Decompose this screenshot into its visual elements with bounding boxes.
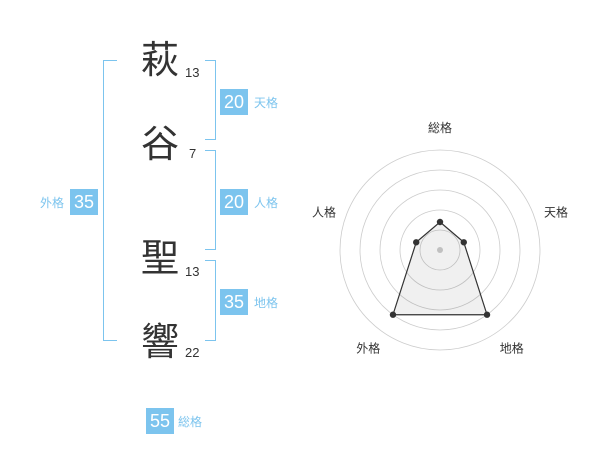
radar-point-1 xyxy=(436,218,444,226)
name-char-4: 響 xyxy=(141,320,180,364)
chikaku-value: 35 xyxy=(220,289,248,315)
radar-center-dot xyxy=(437,247,443,253)
gaikaku-label: 外格 xyxy=(40,195,65,210)
tenkaku-bracket xyxy=(205,60,216,140)
tenkaku-label: 天格 xyxy=(254,95,279,110)
radar-points xyxy=(389,218,491,318)
tenkaku-value: 20 xyxy=(220,89,248,115)
tenkaku-badge: 20 天格 xyxy=(220,89,278,115)
radar-polygon xyxy=(392,221,488,316)
name-char-1: 萩 xyxy=(141,38,180,82)
radar-axis-label: 総格 xyxy=(428,120,452,135)
radar-point-2 xyxy=(460,239,467,246)
gaikaku-badge: 外格 35 xyxy=(40,189,99,215)
soukaku-label: 総格 xyxy=(178,414,203,429)
radar-axis-label: 外格 xyxy=(356,341,380,356)
gaikaku-value: 35 xyxy=(70,189,99,215)
jinkaku-label: 人格 xyxy=(254,195,279,210)
jinkaku-value: 20 xyxy=(220,189,248,215)
jinkaku-bracket xyxy=(205,150,216,250)
name-char-3: 聖 xyxy=(141,236,180,280)
radar-rings xyxy=(339,149,541,351)
stroke-count-4: 22 xyxy=(185,345,200,360)
soukaku-value: 55 xyxy=(146,408,174,434)
chikaku-bracket xyxy=(205,260,216,341)
chikaku-label: 地格 xyxy=(254,295,279,310)
stroke-count-2: 7 xyxy=(189,146,197,161)
gaikaku-bracket xyxy=(103,60,117,341)
soukaku-badge: 55 総格 xyxy=(146,408,202,434)
radar-point-5 xyxy=(413,239,420,246)
radar-axis-label: 人格 xyxy=(312,204,336,219)
radar-ring-1 xyxy=(419,229,461,271)
radar-point-3 xyxy=(483,311,491,318)
radar-ring-2 xyxy=(399,209,481,291)
radar-ring-4 xyxy=(359,169,521,331)
name-char-2: 谷 xyxy=(141,122,180,166)
radar-point-4 xyxy=(389,311,397,318)
stroke-count-3: 13 xyxy=(185,264,200,279)
chikaku-badge: 35 地格 xyxy=(220,289,278,315)
radar-ring-3 xyxy=(379,189,501,311)
stroke-count-1: 13 xyxy=(185,65,200,80)
radar-axis-label: 地格 xyxy=(500,341,524,356)
jinkaku-badge: 20 人格 xyxy=(220,189,278,215)
radar-axis-label: 天格 xyxy=(544,204,568,219)
radar-ring-5 xyxy=(339,149,541,351)
